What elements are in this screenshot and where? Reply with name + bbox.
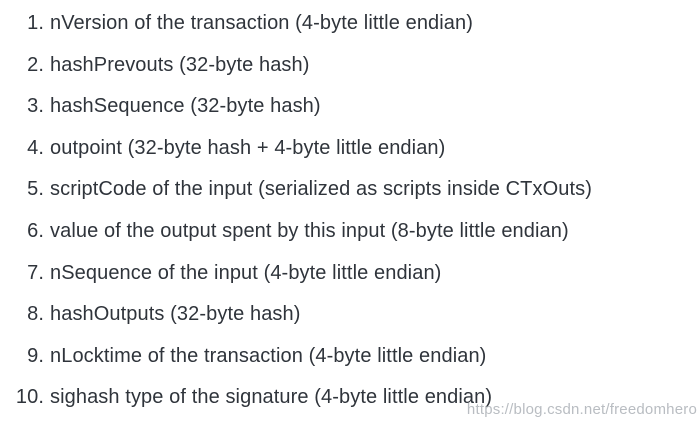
list-item: 5. scriptCode of the input (serialized a… <box>0 177 700 201</box>
list-item-text: hashPrevouts (32-byte hash) <box>50 53 310 76</box>
list-item: 4. outpoint (32-byte hash + 4-byte littl… <box>0 136 700 160</box>
list-item: 9. nLocktime of the transaction (4-byte … <box>0 344 700 368</box>
numbered-list: 1. nVersion of the transaction (4-byte l… <box>0 11 700 426</box>
list-item: 10. sighash type of the signature (4-byt… <box>0 385 700 409</box>
list-item-number: 10. <box>15 386 44 409</box>
list-item-text: scriptCode of the input (serialized as s… <box>50 178 592 201</box>
list-item-number: 1. <box>27 12 44 34</box>
watermark-url: https://blog.csdn.net/freedomhero <box>466 401 697 418</box>
list-item: 8. hashOutputs (32-byte hash) <box>0 302 700 326</box>
list-item-text: value of the output spent by this input … <box>50 219 569 242</box>
list-item-number: 6. <box>27 219 44 242</box>
list-item: 6. value of the output spent by this inp… <box>0 219 700 243</box>
list-item-text: nVersion of the transaction (4-byte litt… <box>50 12 474 34</box>
list-item-text: nSequence of the input (4-byte little en… <box>50 261 442 284</box>
list-item-number: 2. <box>27 53 44 76</box>
list-item-number: 5. <box>27 178 44 201</box>
list-item-number: 8. <box>27 303 44 326</box>
list-item-text: hashOutputs (32-byte hash) <box>50 303 301 326</box>
list-item-number: 9. <box>27 344 44 367</box>
list-item-text: sighash type of the signature (4-byte li… <box>50 386 493 409</box>
list-item: 3. hashSequence (32-byte hash) <box>0 94 700 118</box>
list-item: 7. nSequence of the input (4-byte little… <box>0 261 700 285</box>
list-item-text: hashSequence (32-byte hash) <box>50 95 321 118</box>
list-item-number: 3. <box>27 95 44 118</box>
list-item-number: 7. <box>27 261 44 284</box>
list-item-text: nLocktime of the transaction (4-byte lit… <box>50 344 487 367</box>
list-item-number: 4. <box>27 136 44 159</box>
list-item: 2. hashPrevouts (32-byte hash) <box>0 53 700 77</box>
list-item-text: outpoint (32-byte hash + 4-byte little e… <box>50 136 446 159</box>
list-item: 1. nVersion of the transaction (4-byte l… <box>0 11 700 35</box>
